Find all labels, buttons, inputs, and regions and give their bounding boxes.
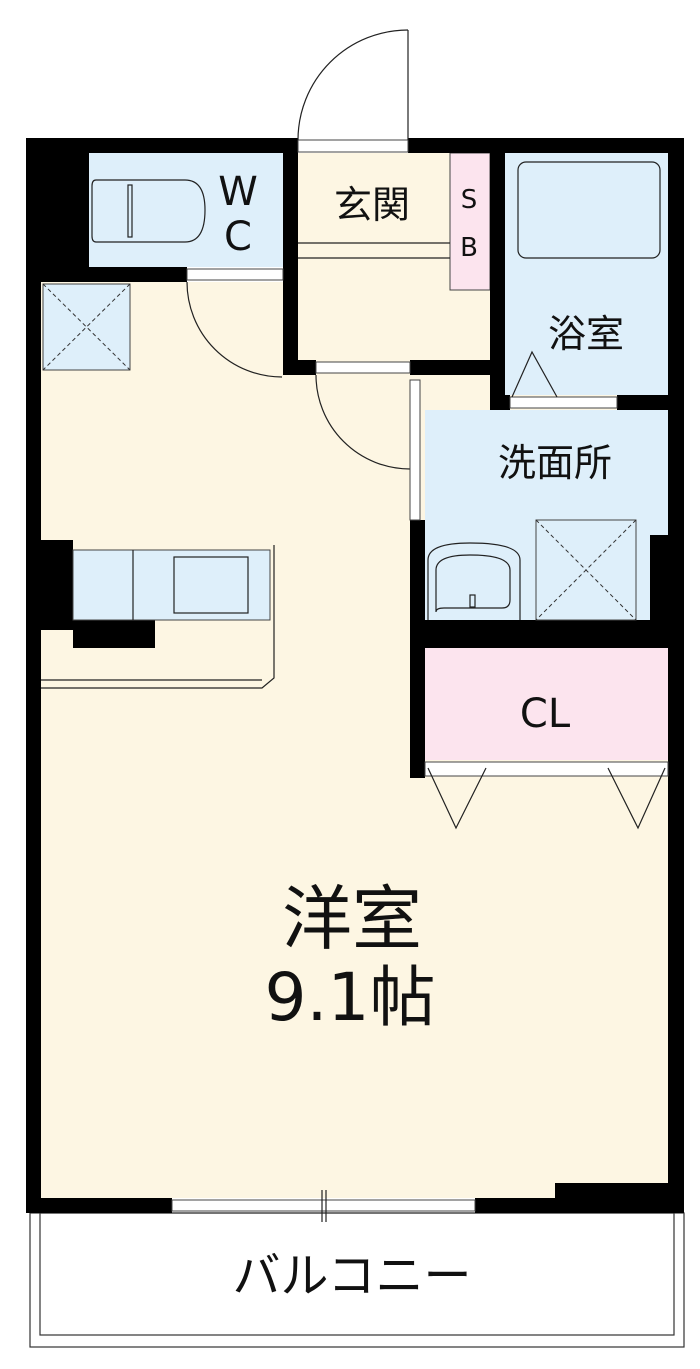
bathtub-icon bbox=[517, 161, 661, 259]
balcony bbox=[29, 1212, 685, 1348]
wc-door bbox=[186, 268, 284, 378]
balcony-label: バルコニー bbox=[232, 1248, 471, 1304]
western-room-label: 洋室 bbox=[282, 878, 422, 960]
walls bbox=[26, 138, 684, 1213]
shoe-box-label: S bbox=[461, 185, 478, 215]
sink-icon bbox=[427, 542, 521, 620]
wc-floor bbox=[89, 153, 283, 267]
entrance-floor bbox=[298, 153, 450, 360]
closet-label: CL bbox=[520, 691, 571, 737]
bathroom-floor bbox=[505, 153, 668, 395]
wc-label: C bbox=[224, 214, 252, 260]
wc-label: W bbox=[218, 169, 258, 215]
storage-x-icon bbox=[42, 283, 131, 371]
entrance-door bbox=[297, 29, 409, 153]
shoe-box bbox=[449, 152, 491, 291]
bathroom-label: 浴室 bbox=[548, 312, 624, 356]
step-line bbox=[298, 242, 450, 259]
washroom-label: 洗面所 bbox=[498, 441, 612, 485]
washroom-sliding-door bbox=[409, 379, 421, 521]
entrance-inner-door bbox=[315, 361, 411, 470]
shoe-box-label: B bbox=[460, 233, 478, 263]
toilet-icon bbox=[91, 179, 206, 243]
western-room-size: 9.1帖 bbox=[265, 959, 436, 1036]
entrance-label: 玄関 bbox=[334, 183, 410, 227]
closet-doors bbox=[424, 761, 669, 830]
balcony-window bbox=[171, 1190, 476, 1222]
kitchen-counter bbox=[41, 545, 275, 689]
washing-machine-icon bbox=[535, 519, 637, 621]
bathroom-door bbox=[509, 350, 618, 409]
closet-floor bbox=[425, 648, 668, 760]
